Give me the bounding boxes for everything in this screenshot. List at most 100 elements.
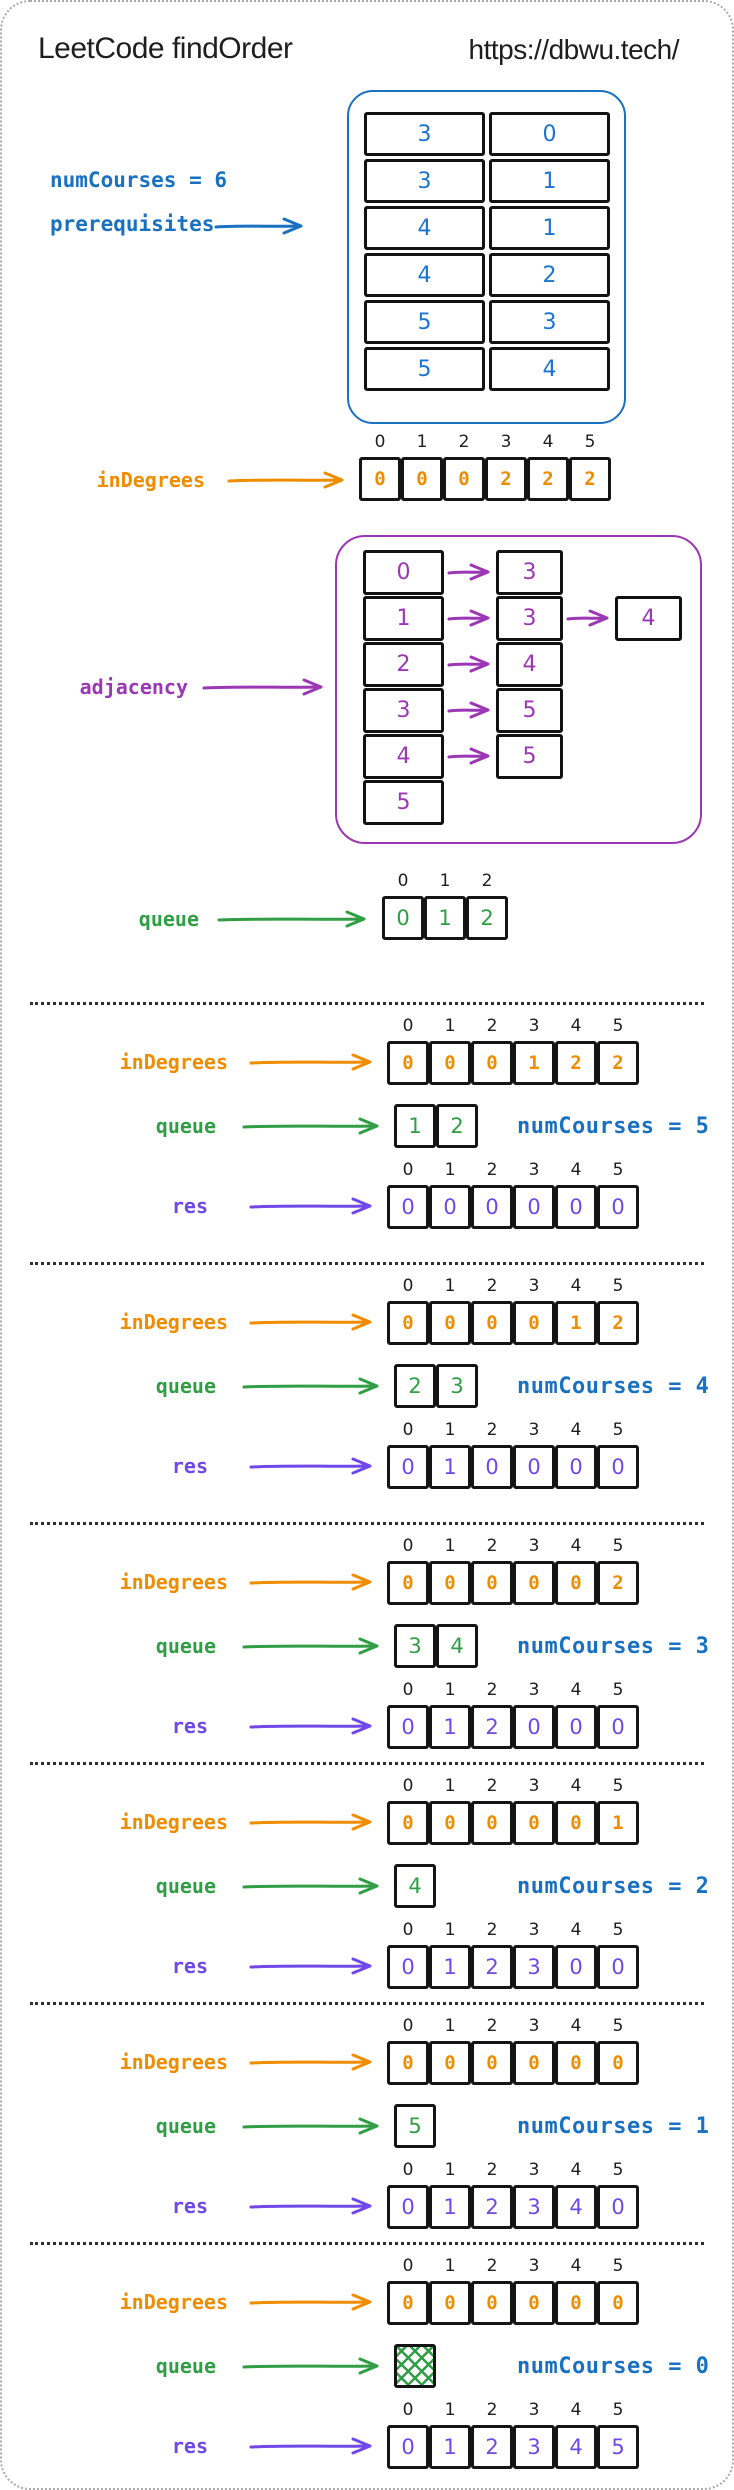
index-label: 5 bbox=[612, 1680, 624, 1700]
prerequisites-arrow-icon bbox=[214, 216, 306, 236]
indegrees-cell: 2 bbox=[597, 1561, 639, 1605]
index-label: 1 bbox=[444, 1536, 456, 1556]
index-label: 4 bbox=[570, 1160, 582, 1180]
res-arrow-icon bbox=[249, 2436, 375, 2456]
res-cell: 3 bbox=[513, 2185, 555, 2229]
res-cell: 0 bbox=[555, 1445, 597, 1489]
queue-cell: 4 bbox=[436, 1624, 478, 1668]
indegrees-cell: 0 bbox=[429, 1801, 471, 1845]
index-label: 2 bbox=[486, 1276, 498, 1296]
index-label: 4 bbox=[570, 1920, 582, 1940]
queue-arrow-icon bbox=[217, 909, 369, 929]
res-cell: 1 bbox=[429, 2425, 471, 2469]
res-cell: 0 bbox=[387, 2425, 429, 2469]
numcourses-value: numCourses = 4 bbox=[517, 1374, 710, 1399]
indegrees-cell: 2 bbox=[597, 1041, 639, 1085]
index-label: 5 bbox=[612, 1276, 624, 1296]
index-label: 5 bbox=[612, 2160, 624, 2180]
queue-label: queue bbox=[138, 907, 199, 931]
index-label: 2 bbox=[458, 432, 470, 452]
index-label: 5 bbox=[612, 1536, 624, 1556]
res-arrow-icon bbox=[249, 1196, 375, 1216]
res-cell: 0 bbox=[555, 1705, 597, 1749]
prerequisite-cell: 5 bbox=[364, 347, 485, 391]
indegrees-cell: 0 bbox=[513, 1801, 555, 1845]
queue-cell: 3 bbox=[394, 1624, 436, 1668]
index-label: 3 bbox=[500, 432, 512, 452]
queue-array bbox=[394, 2344, 436, 2388]
indegrees-cell: 0 bbox=[513, 2041, 555, 2085]
page-title: LeetCode findOrder bbox=[38, 32, 293, 65]
index-label: 0 bbox=[374, 432, 386, 452]
indegrees-label: inDegrees bbox=[119, 1570, 228, 1594]
queue-cell: 4 bbox=[394, 1864, 436, 1908]
index-label: 2 bbox=[486, 1160, 498, 1180]
index-label: 5 bbox=[612, 1016, 624, 1036]
index-label: 1 bbox=[444, 1420, 456, 1440]
indegrees-arrow-icon bbox=[249, 1052, 375, 1072]
index-label: 0 bbox=[402, 2160, 414, 2180]
queue-arrow-icon bbox=[242, 1876, 382, 1896]
indegrees-cell: 0 bbox=[555, 2281, 597, 2325]
adjacency-target-cell: 3 bbox=[496, 549, 563, 595]
indegrees-cell: 0 bbox=[429, 1041, 471, 1085]
indegrees-label: inDegrees bbox=[119, 1050, 228, 1074]
res-cell: 0 bbox=[387, 2185, 429, 2229]
indegrees-arrow-icon bbox=[249, 1572, 375, 1592]
prerequisite-cell: 4 bbox=[364, 253, 485, 297]
res-cell: 0 bbox=[513, 1185, 555, 1229]
prerequisite-cell: 3 bbox=[489, 300, 610, 344]
queue-cell: 1 bbox=[394, 1104, 436, 1148]
index-label: 0 bbox=[402, 1420, 414, 1440]
adjacency-node-cell: 2 bbox=[363, 641, 444, 687]
index-label: 0 bbox=[402, 1920, 414, 1940]
res-cell: 0 bbox=[471, 1445, 513, 1489]
index-label: 4 bbox=[570, 1420, 582, 1440]
queue-array: 4 bbox=[394, 1864, 436, 1908]
res-cell: 1 bbox=[429, 2185, 471, 2229]
prerequisite-cell: 3 bbox=[364, 159, 485, 203]
adjacency-arrow-icon bbox=[566, 608, 612, 628]
indegrees-cell: 0 bbox=[513, 1301, 555, 1345]
res-label: res bbox=[171, 1454, 208, 1478]
res-cell: 0 bbox=[597, 2185, 639, 2229]
res-cell: 2 bbox=[471, 2425, 513, 2469]
prerequisite-cell: 5 bbox=[364, 300, 485, 344]
indegrees-cell: 2 bbox=[569, 457, 611, 501]
prerequisite-cell: 3 bbox=[364, 112, 485, 156]
adjacency-target-cell: 5 bbox=[496, 733, 563, 779]
res-arrow-icon bbox=[249, 2196, 375, 2216]
index-label: 4 bbox=[570, 2016, 582, 2036]
adjacency-target-cell: 4 bbox=[615, 595, 682, 641]
res-cell: 4 bbox=[555, 2185, 597, 2229]
prerequisite-cell: 4 bbox=[364, 206, 485, 250]
adjacency-arrow-icon bbox=[447, 654, 493, 674]
index-label: 4 bbox=[542, 432, 554, 452]
index-label: 3 bbox=[528, 2016, 540, 2036]
index-label: 4 bbox=[570, 1016, 582, 1036]
res-cell: 0 bbox=[555, 1185, 597, 1229]
index-label: 1 bbox=[416, 432, 428, 452]
res-cell: 0 bbox=[597, 1185, 639, 1229]
index-label: 0 bbox=[402, 2400, 414, 2420]
indegrees-cell: 0 bbox=[597, 2281, 639, 2325]
res-cell: 0 bbox=[471, 1185, 513, 1229]
res-cell: 3 bbox=[513, 1945, 555, 1989]
indegrees-cell: 0 bbox=[429, 2281, 471, 2325]
index-label: 5 bbox=[612, 1160, 624, 1180]
res-cell: 0 bbox=[387, 1945, 429, 1989]
indegrees-cell: 0 bbox=[387, 2281, 429, 2325]
indegrees-cell: 0 bbox=[387, 1801, 429, 1845]
